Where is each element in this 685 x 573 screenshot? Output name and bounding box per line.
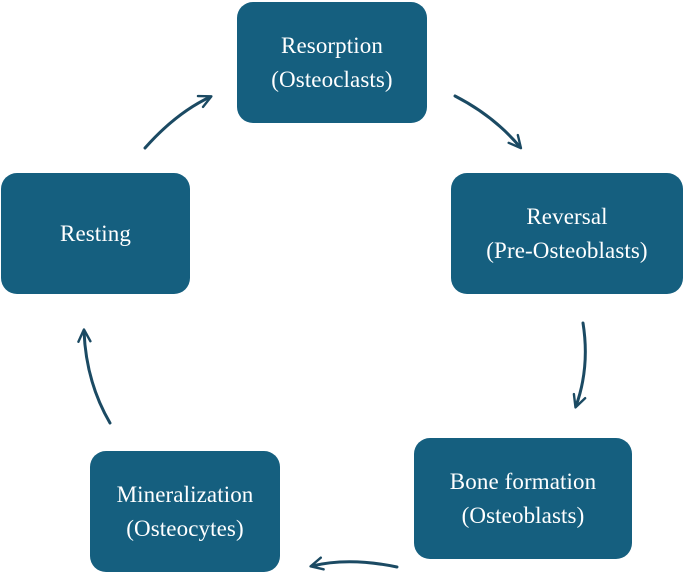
node-reversal-title: Reversal (526, 203, 608, 229)
node-reversal: Reversal (Pre-Osteoblasts) (451, 173, 683, 294)
node-resting: Resting (1, 173, 190, 294)
node-resting-title: Resting (60, 220, 131, 246)
arrow-reversal-to-bone-formation (572, 321, 587, 409)
arrow-resorption-to-reversal (453, 94, 523, 150)
node-reversal-subtitle: (Pre-Osteoblasts) (486, 237, 648, 263)
node-resorption-subtitle: (Osteoclasts) (271, 66, 393, 92)
node-bone-formation-subtitle: (Osteoblasts) (461, 502, 585, 528)
node-mineralization-subtitle: (Osteocytes) (126, 515, 244, 541)
arrow-bone-formation-to-mineralization (309, 556, 399, 571)
node-bone-formation: Bone formation (Osteoblasts) (414, 438, 632, 559)
arrow-resting-to-resorption (143, 94, 213, 150)
node-bone-formation-title: Bone formation (449, 468, 597, 494)
node-resorption-title: Resorption (281, 32, 383, 58)
node-mineralization-title: Mineralization (116, 481, 254, 507)
node-mineralization: Mineralization (Osteocytes) (90, 451, 280, 572)
node-resorption: Resorption (Osteoclasts) (237, 2, 427, 123)
arrow-mineralization-to-resting (77, 328, 112, 425)
